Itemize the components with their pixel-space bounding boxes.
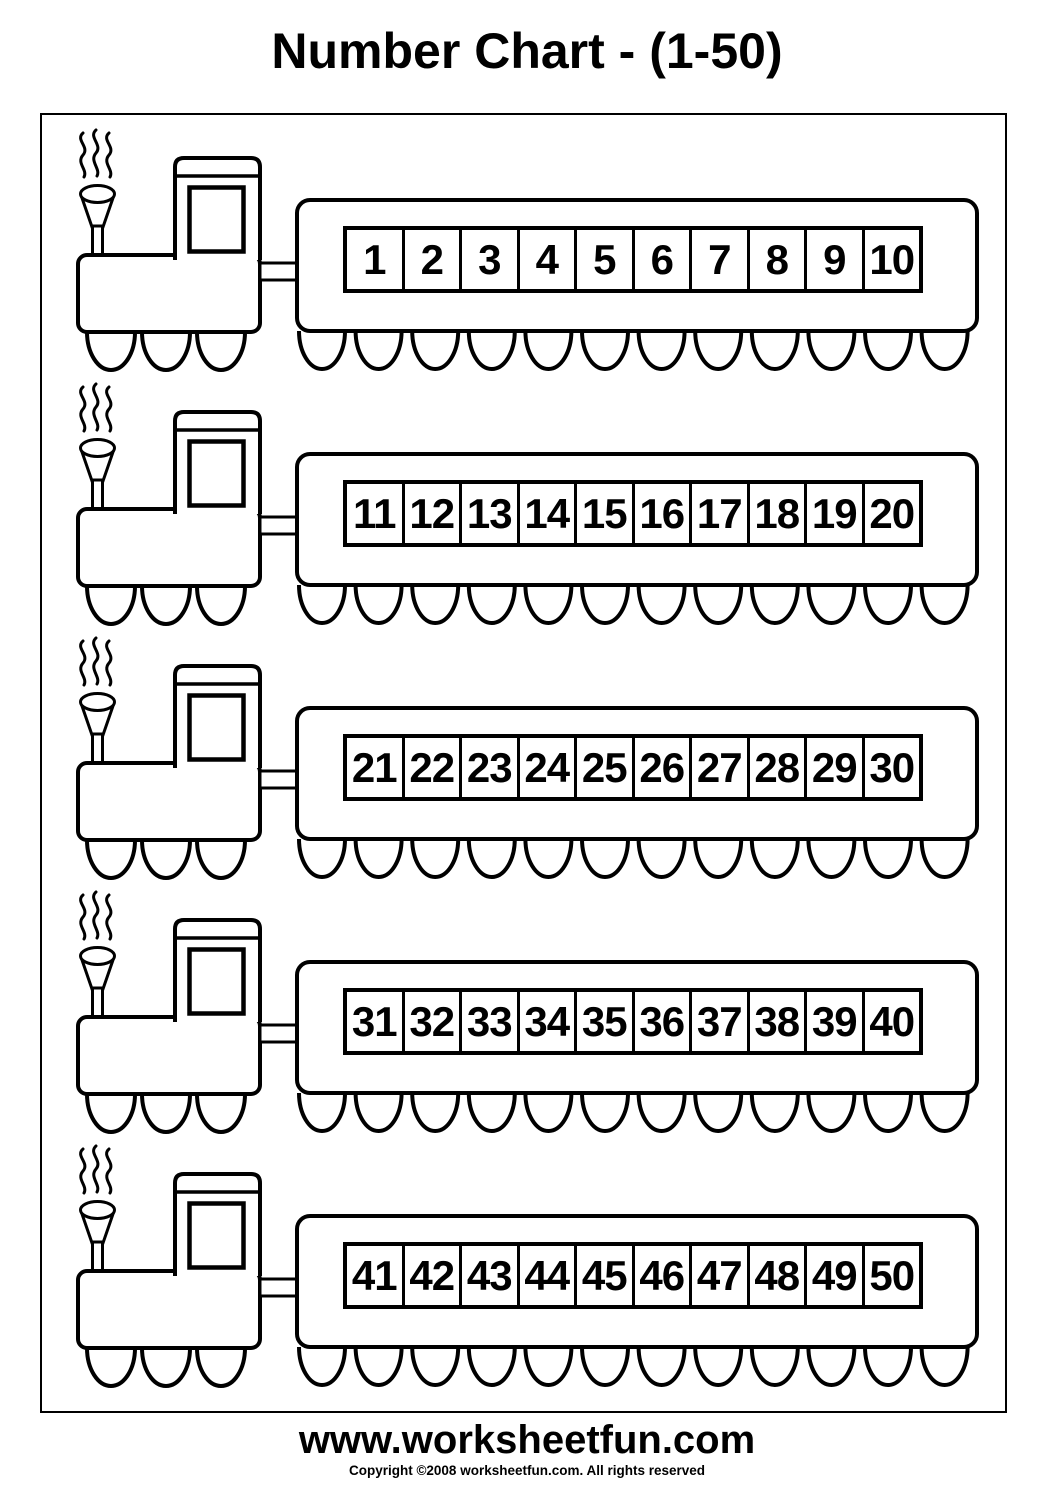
number-cell: 11 (347, 484, 405, 543)
chimney-icon (79, 946, 116, 1020)
car-wheels (297, 1092, 970, 1133)
coupling-bar (258, 1277, 302, 1298)
number-cell: 28 (750, 738, 807, 797)
cab-window (187, 1201, 246, 1270)
number-cell: 31 (347, 992, 405, 1051)
chimney-icon (79, 438, 116, 512)
smoke-icon (79, 128, 113, 179)
number-cell: 43 (462, 1246, 520, 1305)
chimney-icon (79, 692, 116, 766)
smoke-icon (79, 382, 113, 433)
footer-website: www.worksheetfun.com (298, 1418, 756, 1462)
car-wheels (297, 1346, 970, 1387)
number-cell: 5 (577, 230, 635, 289)
page-title: Number Chart - (1-50) (271, 23, 783, 79)
coupling-bar (258, 1023, 302, 1044)
number-cell: 40 (869, 997, 915, 1045)
number-cell: 35 (577, 992, 635, 1051)
number-cell: 7 (692, 230, 750, 289)
number-cell: 49 (807, 1246, 865, 1305)
locomotive-wheels (85, 331, 247, 372)
number-strip: 31 32 33 34 35 36 37 38 39 40 (343, 988, 923, 1055)
chimney-icon (79, 184, 116, 258)
number-cell: 1 (347, 230, 405, 289)
car-wheels (297, 584, 970, 625)
train-row-2: 11 12 13 14 15 16 17 18 19 20 (42, 382, 1005, 635)
number-cell: 4 (520, 230, 577, 289)
number-cell: 20 (869, 489, 915, 537)
locomotive-body (76, 761, 262, 842)
number-strip: 21 22 23 24 25 26 27 28 29 30 (343, 734, 923, 801)
number-cell: 15 (577, 484, 635, 543)
number-cell: 27 (692, 738, 750, 797)
number-cell: 30 (869, 743, 915, 791)
number-cell: 25 (577, 738, 635, 797)
coupling-bar (258, 769, 302, 790)
number-cell: 18 (750, 484, 807, 543)
locomotive-wheels (85, 839, 247, 880)
coupling-bar (258, 515, 302, 536)
number-cell: 6 (635, 230, 692, 289)
car-wheels (297, 330, 970, 371)
number-cell: 44 (520, 1246, 577, 1305)
number-cell: 39 (807, 992, 865, 1051)
locomotive-body (76, 1269, 262, 1350)
locomotive-wheels (85, 1093, 247, 1134)
smoke-icon (79, 636, 113, 687)
number-cell: 33 (462, 992, 520, 1051)
cab-window (187, 439, 246, 508)
locomotive-wheels (85, 585, 247, 626)
number-cell: 48 (750, 1246, 807, 1305)
number-cell: 14 (520, 484, 577, 543)
worksheet-board: 1 2 3 4 5 6 7 8 9 10 (40, 113, 1007, 1413)
number-cell: 36 (635, 992, 692, 1051)
number-strip: 11 12 13 14 15 16 17 18 19 20 (343, 480, 923, 547)
locomotive-body (76, 1015, 262, 1096)
number-cell: 50 (869, 1251, 915, 1299)
number-cell: 42 (405, 1246, 462, 1305)
smoke-icon (79, 1144, 113, 1195)
number-cell: 17 (692, 484, 750, 543)
number-cell: 26 (635, 738, 692, 797)
train-row-1: 1 2 3 4 5 6 7 8 9 10 (42, 128, 1005, 381)
smoke-icon (79, 890, 113, 941)
number-cell: 12 (405, 484, 462, 543)
number-strip: 41 42 43 44 45 46 47 48 49 50 (343, 1242, 923, 1309)
locomotive-wheels (85, 1347, 247, 1388)
number-cell: 3 (462, 230, 520, 289)
number-cell: 29 (807, 738, 865, 797)
number-cell: 46 (635, 1246, 692, 1305)
locomotive-body (76, 253, 262, 334)
car-wheels (297, 838, 970, 879)
chimney-icon (79, 1200, 116, 1274)
number-cell: 13 (462, 484, 520, 543)
number-cell: 32 (405, 992, 462, 1051)
number-cell: 24 (520, 738, 577, 797)
number-cell: 22 (405, 738, 462, 797)
cab-window (187, 185, 246, 254)
number-strip: 1 2 3 4 5 6 7 8 9 10 (343, 226, 923, 293)
cab-window (187, 693, 246, 762)
number-cell: 2 (405, 230, 462, 289)
train-row-5: 41 42 43 44 45 46 47 48 49 50 (42, 1144, 1005, 1397)
number-cell: 19 (807, 484, 865, 543)
cab-window (187, 947, 246, 1016)
number-cell: 47 (692, 1246, 750, 1305)
number-cell: 8 (750, 230, 807, 289)
number-cell: 34 (520, 992, 577, 1051)
number-cell: 10 (869, 235, 915, 283)
number-cell: 23 (462, 738, 520, 797)
number-cell: 9 (807, 230, 865, 289)
train-row-4: 31 32 33 34 35 36 37 38 39 40 (42, 890, 1005, 1143)
number-cell: 41 (347, 1246, 405, 1305)
locomotive-body (76, 507, 262, 588)
train-row-3: 21 22 23 24 25 26 27 28 29 30 (42, 636, 1005, 889)
number-cell: 45 (577, 1246, 635, 1305)
number-cell: 38 (750, 992, 807, 1051)
coupling-bar (258, 261, 302, 282)
number-cell: 16 (635, 484, 692, 543)
footer-copyright: Copyright ©2008 worksheetfun.com. All ri… (348, 1463, 706, 1478)
number-cell: 37 (692, 992, 750, 1051)
number-cell: 21 (347, 738, 405, 797)
